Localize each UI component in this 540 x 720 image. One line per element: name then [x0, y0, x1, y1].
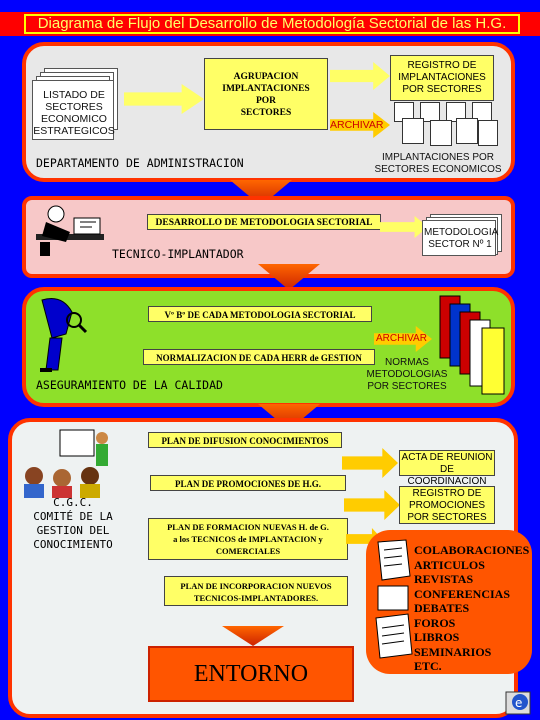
newspaper-clipart [375, 539, 413, 659]
implantaciones-documents [392, 102, 502, 148]
promociones-box: PLAN DE PROMOCIONES DE H.G. [150, 475, 346, 491]
entorno-box: ENTORNO [148, 646, 354, 702]
desarrollo-box: DESARROLLO DE METODOLOGIA SECTORIAL [147, 214, 381, 230]
aseguramiento-label: ASEGURAMIENTO DE LA CALIDAD [36, 378, 223, 392]
title-frame [24, 14, 520, 34]
formacion-box: PLAN DE FORMACION NUEVAS H. de G.a los T… [148, 518, 348, 560]
normalizacion-box: NORMALIZACION DE CADA HERR de GESTION [143, 349, 375, 365]
meeting-clipart [24, 429, 108, 498]
svg-text:e: e [515, 696, 522, 710]
diagram-title: Diagrama de Flujo del Desarrollo de Meto… [37, 15, 507, 32]
listado-document-stack [32, 68, 124, 140]
vobo-box: Vº Bº DE CADA METODOLOGIA SECTORIAL [148, 306, 372, 322]
technician-clipart [36, 205, 104, 256]
departamento-label: DEPARTAMENTO DE ADMINISTRACION [36, 156, 244, 170]
inspector-clipart [40, 298, 88, 372]
archivar-normas-label: ARCHIVAR [376, 333, 427, 344]
tecnico-label: TECNICO-IMPLANTADOR [112, 247, 244, 261]
difusion-box: PLAN DE DIFUSION CONOCIMIENTOS [148, 432, 342, 448]
archivar-label: ARCHIVAR [330, 119, 384, 131]
metodologia-document-stack [422, 214, 502, 256]
binders-clipart [439, 295, 505, 395]
logo-icon: e [505, 691, 531, 715]
